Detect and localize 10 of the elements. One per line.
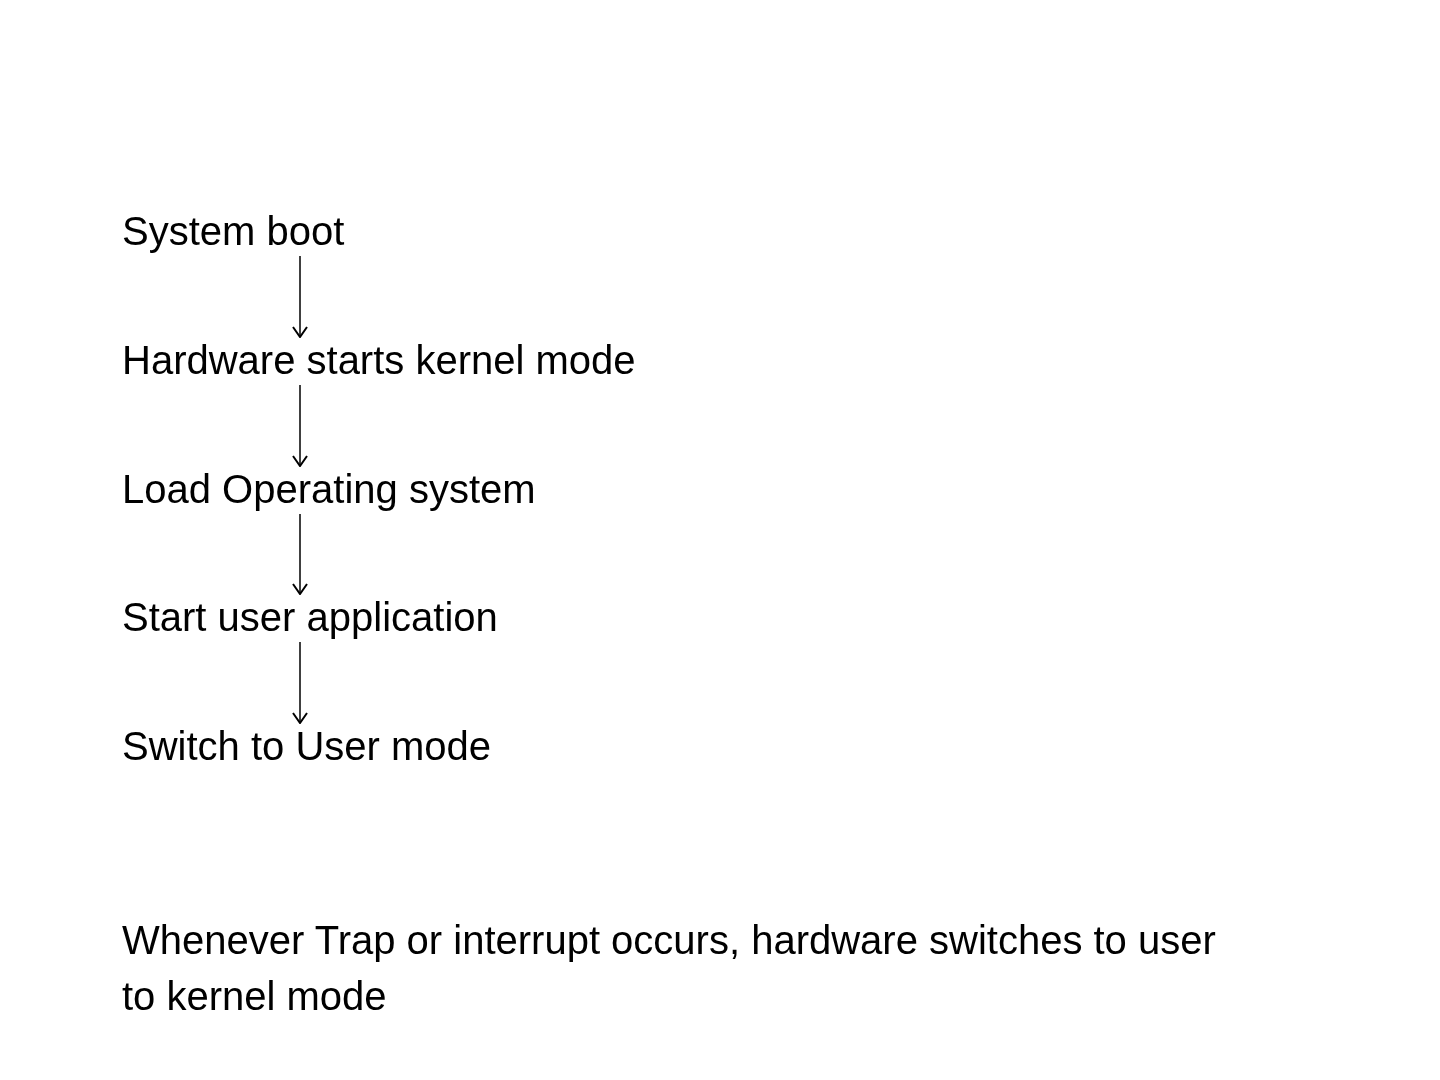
arrow bbox=[292, 255, 308, 338]
arrow bbox=[292, 384, 308, 467]
arrow bbox=[292, 513, 308, 595]
step-text: Switch to User mode bbox=[122, 723, 492, 769]
step-text: Hardware starts kernel mode bbox=[122, 337, 636, 383]
arrow bbox=[292, 641, 308, 724]
step-text: System boot bbox=[122, 208, 345, 254]
step-text: Start user application bbox=[122, 594, 498, 640]
step-text: Load Operating system bbox=[122, 466, 536, 512]
note-text: Whenever Trap or interrupt occurs, hardware switches to user to kernel mode bbox=[122, 917, 1217, 1020]
